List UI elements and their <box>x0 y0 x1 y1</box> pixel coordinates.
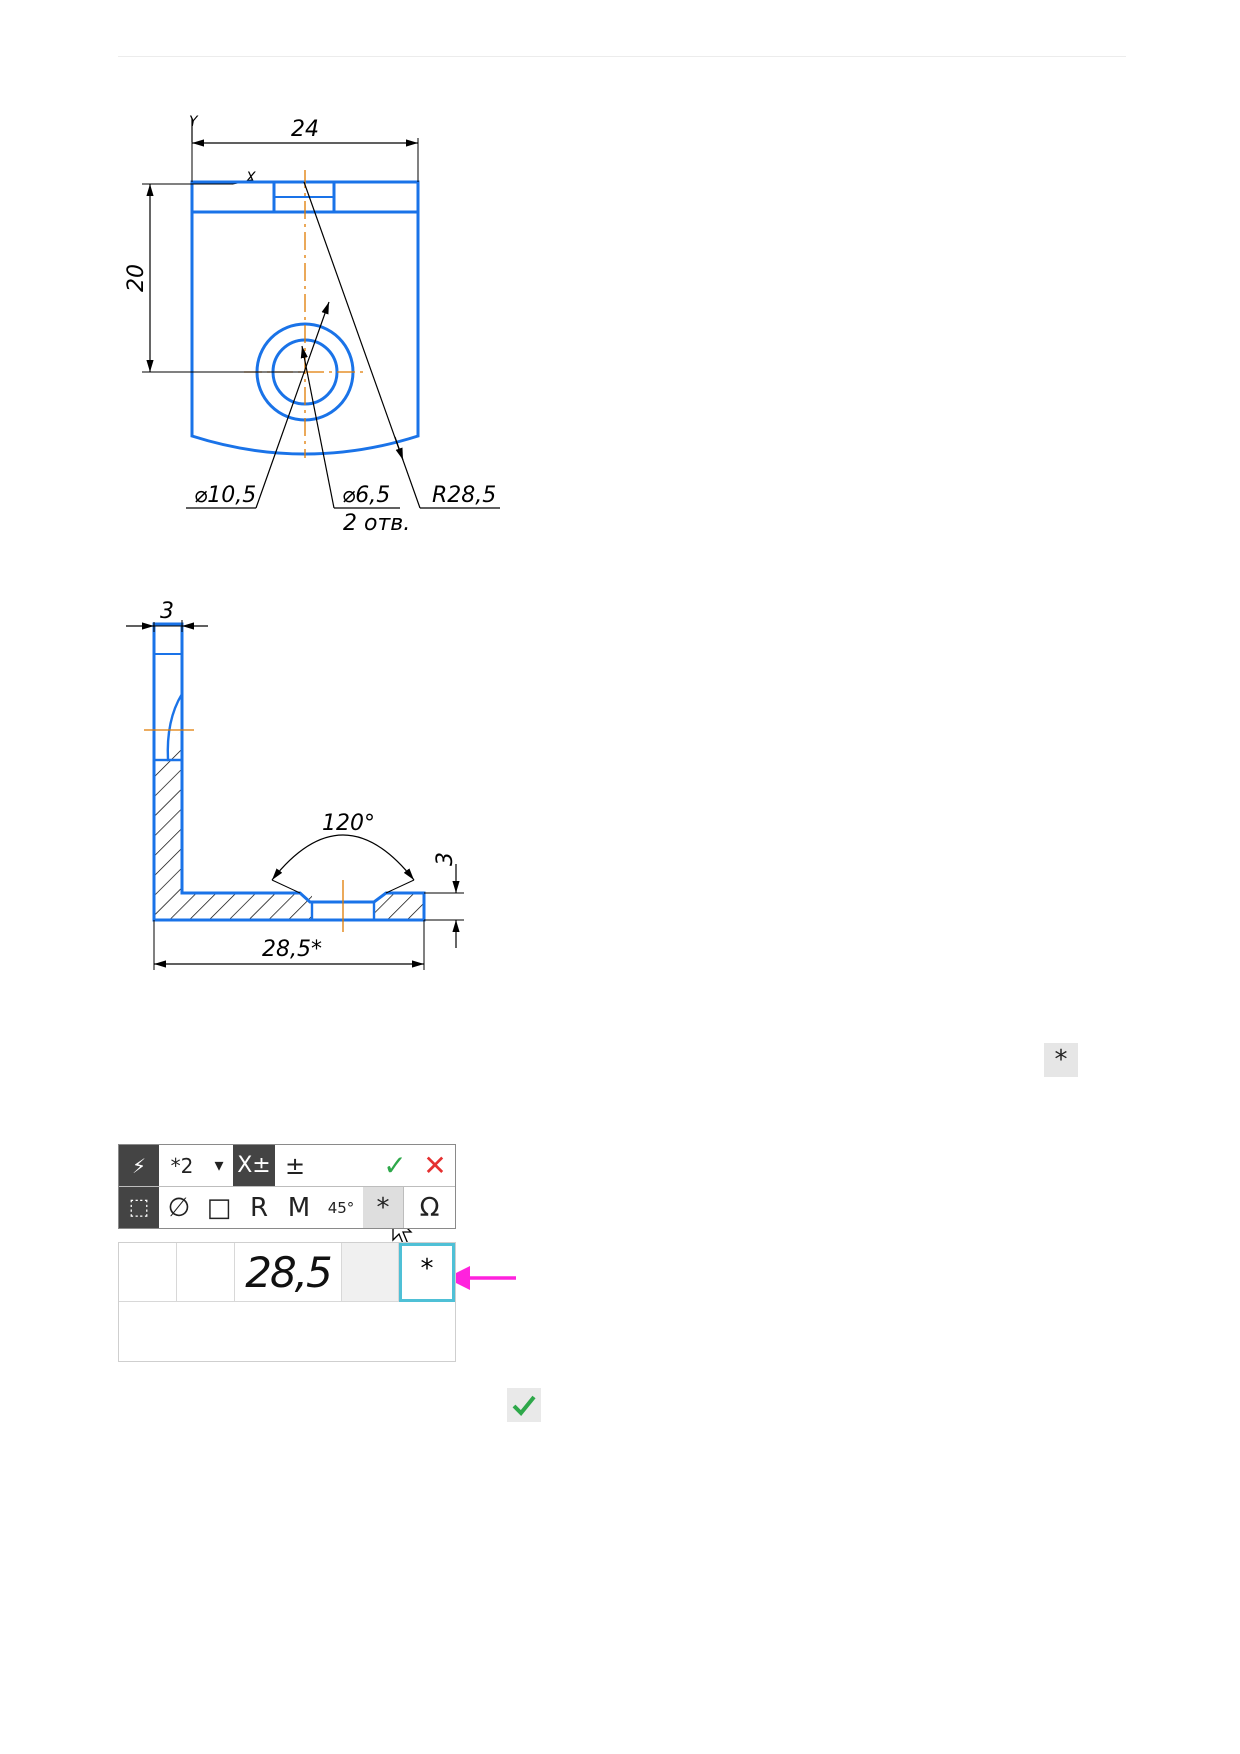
axis-y-label: Y <box>189 114 199 130</box>
dim-angle-ext-right <box>385 879 415 894</box>
pink-arrow-icon <box>446 1266 516 1290</box>
bottom-text-field[interactable] <box>119 1302 455 1361</box>
metric-button[interactable]: M <box>279 1187 319 1228</box>
radius-button[interactable]: R <box>239 1187 279 1228</box>
symbol-button[interactable]: Ω <box>404 1187 455 1228</box>
dimension-text-toolbar: ⚡ *2 ▾ X± ± ✓ ✕ ⬚ ∅ □ R M 45° * Ω <box>118 1144 456 1229</box>
tolerance-field[interactable] <box>342 1243 399 1302</box>
dim-angle-ext-left <box>271 879 301 894</box>
dim-d-inner-label: ⌀6,5 <box>342 483 390 508</box>
dim-angle-arc <box>271 834 415 881</box>
page-top-rule <box>118 56 1126 57</box>
chamfer-button[interactable]: 45° <box>319 1187 363 1228</box>
plus-minus-icon: ± <box>284 1151 306 1180</box>
dim-thickness-top-label: 3 <box>160 599 174 624</box>
dashed-square-icon: ⬚ <box>128 1195 150 1220</box>
star-icon: * <box>1044 1043 1078 1077</box>
metric-icon: M <box>287 1192 311 1223</box>
leader-d-inner <box>300 345 335 509</box>
square-button[interactable]: □ <box>199 1187 239 1228</box>
frame-button[interactable]: ⬚ <box>119 1187 159 1228</box>
toolbar-spacer <box>315 1145 375 1186</box>
dimension-text-fields: 28,5 * <box>118 1242 456 1362</box>
checkmark-icon <box>507 1388 541 1422</box>
dim-angle-label: 120° <box>322 811 375 836</box>
top-view: Y X 24 20 ⌀10,5 ⌀6,5 2 отв. R2 <box>124 114 500 536</box>
close-icon: ✕ <box>423 1149 447 1182</box>
square-icon: □ <box>206 1192 232 1223</box>
prefix-field[interactable] <box>119 1243 177 1302</box>
apply-button[interactable]: ✓ <box>375 1145 415 1186</box>
toolbar-row-2: ⬚ ∅ □ R M 45° * Ω <box>119 1186 455 1228</box>
front-view: 3 120° 3 28,5* <box>126 599 464 970</box>
leader-d-outer <box>255 301 330 509</box>
asterisk-icon: * <box>376 1192 390 1223</box>
value-text: 28,5 <box>245 1247 333 1297</box>
tolerance-icon: X± <box>237 1153 271 1178</box>
omega-icon: Ω <box>419 1192 440 1223</box>
star-glyph: * <box>1054 1045 1068 1075</box>
leader-radius-arrow <box>394 436 404 461</box>
style-value: *2 <box>170 1153 194 1178</box>
prefix-field-2[interactable] <box>177 1243 235 1302</box>
value-field[interactable]: 28,5 <box>235 1243 342 1302</box>
suffix-field[interactable]: * <box>399 1243 455 1302</box>
style-select[interactable]: *2 <box>159 1145 205 1186</box>
checkmark-glyph-icon <box>512 1395 536 1416</box>
dim-width-label: 24 <box>291 117 319 142</box>
style-dropdown-button[interactable]: ▾ <box>205 1145 233 1186</box>
cancel-button[interactable]: ✕ <box>415 1145 455 1186</box>
dim-height-label: 20 <box>124 264 149 292</box>
dim-d-outer-label: ⌀10,5 <box>194 483 256 508</box>
lightning-icon: ⚡ <box>131 1153 147 1178</box>
top-outline <box>190 180 420 456</box>
chamfer-icon: 45° <box>327 1198 355 1217</box>
plus-minus-button[interactable]: ± <box>275 1145 315 1186</box>
suffix-text: * <box>420 1254 434 1284</box>
front-outline <box>152 622 426 922</box>
lightning-button[interactable]: ⚡ <box>119 1145 159 1186</box>
dim-holes-label: 2 отв. <box>343 511 410 536</box>
diameter-icon: ∅ <box>167 1192 191 1223</box>
toolbar-row-1: ⚡ *2 ▾ X± ± ✓ ✕ <box>119 1145 455 1186</box>
dim-thickness-right-label: 3 <box>433 852 458 866</box>
diameter-button[interactable]: ∅ <box>159 1187 199 1228</box>
check-icon: ✓ <box>383 1149 407 1182</box>
dim-radius-label: R28,5 <box>432 483 496 508</box>
radius-icon: R <box>249 1192 269 1223</box>
tolerance-button[interactable]: X± <box>233 1145 275 1186</box>
chevron-down-icon: ▾ <box>214 1155 224 1176</box>
axis-x-label: X <box>245 170 256 186</box>
dim-length-label: 28,5* <box>262 937 322 962</box>
hatch-left <box>154 730 312 920</box>
star-button[interactable]: * <box>363 1187 403 1228</box>
field-row-2 <box>119 1302 455 1361</box>
hatch-right <box>372 893 424 920</box>
field-row-1: 28,5 * <box>119 1243 455 1302</box>
toolbar-separator <box>403 1187 404 1228</box>
